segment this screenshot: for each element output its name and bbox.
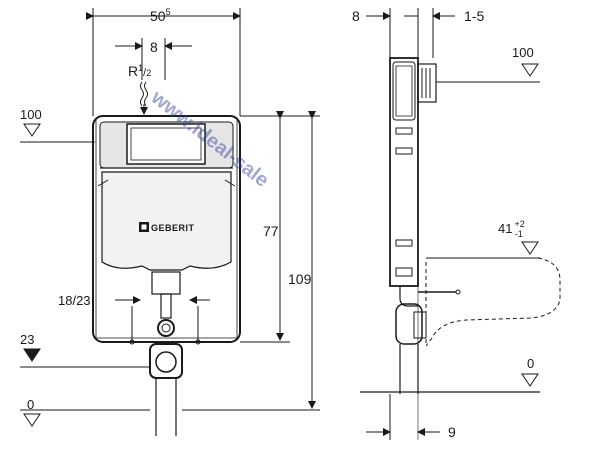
side-bracket-3 [395, 239, 413, 247]
cistern-frame-inner [95, 120, 238, 339]
waste-elbow [149, 343, 183, 379]
side-view [360, 8, 561, 440]
level-top-triangle [23, 123, 41, 137]
side-elbow-flange [413, 311, 427, 339]
waste-elbow-bore [155, 351, 177, 373]
side-depth-label: 8 [352, 8, 360, 24]
side-level-top-label: 100 [512, 45, 534, 60]
side-bracket-2 [395, 147, 413, 155]
foot-right-bolt [195, 339, 201, 345]
side-level-top-triangle [521, 63, 539, 77]
front-view [20, 8, 320, 436]
cistern-tank-body [101, 171, 232, 271]
water-inlet-wave-1 [140, 81, 144, 107]
foot-left-bolt [129, 339, 135, 345]
side-bracket-1 [395, 127, 413, 135]
level-floor-label: 0 [27, 397, 34, 412]
cistern-frame-outline [92, 115, 241, 343]
side-connector [399, 286, 420, 307]
drain-connector-inner [161, 323, 171, 333]
brand-logo-text: GEBERIT [151, 223, 195, 233]
height-total-label: 109 [288, 271, 312, 287]
side-floor-label: 0 [527, 356, 534, 371]
side-floor-triangle [521, 373, 539, 387]
pipe-width-label: 8 [150, 39, 158, 55]
height-inner-label: 77 [263, 223, 279, 239]
frame-side-profile [389, 57, 419, 287]
side-bowl-height-label: 41+2-1 [498, 219, 525, 239]
drain-pipe [160, 293, 172, 319]
width-label: 505 [150, 7, 171, 24]
level-top-label: 100 [20, 107, 42, 122]
drain-label: 18/23 [58, 293, 91, 308]
tank-hatch-left [97, 179, 109, 187]
side-adjust-label: 1-5 [464, 8, 484, 24]
flush-plate-inner [130, 127, 202, 161]
level-drain-triangle [23, 348, 41, 362]
side-bottom-offset-label: 9 [448, 424, 456, 440]
water-inlet-label: R1/2 [128, 63, 151, 79]
cistern-side-inner [395, 65, 413, 117]
bowl-bolt-end [455, 289, 461, 295]
cistern-side [392, 61, 416, 121]
drain-connector [157, 319, 175, 337]
flush-plate-opening [126, 123, 206, 165]
geberit-logo: GEBERIT [139, 222, 195, 233]
side-bracket-4 [395, 267, 413, 277]
flush-plate-side [417, 63, 437, 103]
water-inlet-wave-2 [144, 81, 148, 107]
tank-hatch-right [224, 179, 236, 187]
side-bowl-triangle [521, 241, 539, 255]
wall-hung-bowl-outline [425, 257, 561, 347]
level-drain-label: 23 [20, 332, 34, 347]
drain-neck [151, 271, 181, 295]
side-elbow [395, 303, 423, 345]
level-floor-triangle [23, 413, 41, 427]
